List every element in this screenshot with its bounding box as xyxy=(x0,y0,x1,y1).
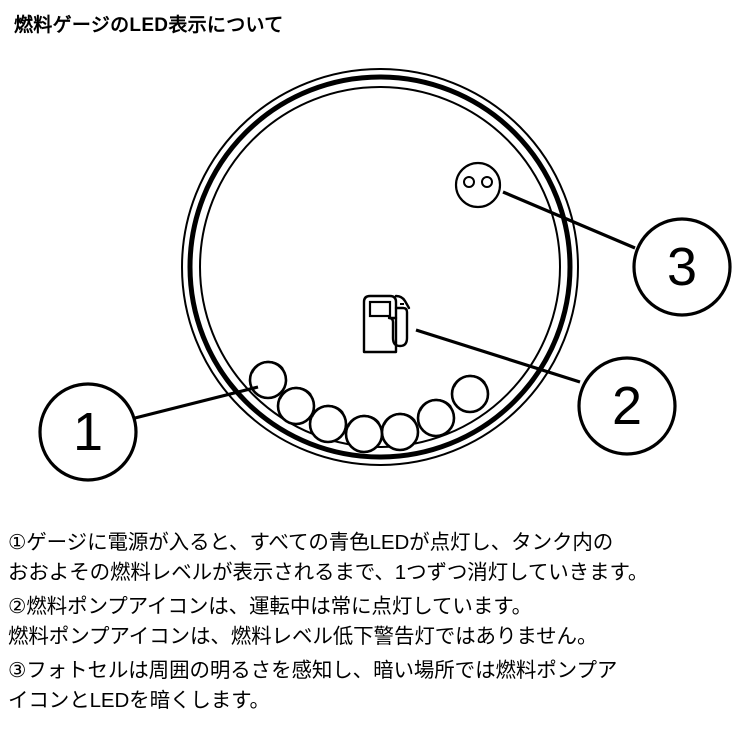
fuel-gauge-figure: 1 2 3 xyxy=(0,46,755,508)
led-indicator xyxy=(380,412,420,452)
gauge-bezel-ring xyxy=(187,74,573,460)
callout-1-label: 1 xyxy=(73,402,103,462)
note-paragraph-2: ②燃料ポンプアイコンは、運転中は常に点灯しています。 燃料ポンプアイコンは、燃料… xyxy=(8,595,598,648)
page-title: 燃料ゲージのLED表示について xyxy=(14,15,284,36)
callout-2-label: 2 xyxy=(612,376,642,436)
photocell-sensor xyxy=(454,161,502,209)
fuel-gauge-svg: 1 2 3 xyxy=(38,68,732,482)
led-indicator xyxy=(344,414,384,454)
callout-1-leader xyxy=(134,385,259,420)
led-indicator xyxy=(450,374,490,414)
callout-2[interactable]: 2 xyxy=(577,356,677,456)
notes-block: ①ゲージに電源が入ると、すべての青色LEDが点灯し、タンク内の おおよその燃料レ… xyxy=(8,528,755,716)
callout-3-leader xyxy=(502,190,636,250)
callout-2-leader xyxy=(415,328,581,384)
gauge-outer-ring xyxy=(181,68,579,466)
led-indicator xyxy=(416,398,456,438)
callout-1[interactable]: 1 xyxy=(38,382,138,482)
led-indicator xyxy=(248,360,288,400)
fuel-pump-icon xyxy=(362,294,411,354)
note-paragraph-1: ①ゲージに電源が入ると、すべての青色LEDが点灯し、タンク内の おおよその燃料レ… xyxy=(8,531,649,584)
callout-3-label: 3 xyxy=(667,237,697,297)
callout-3[interactable]: 3 xyxy=(632,217,732,317)
note-paragraph-3: ③フォトセルは周囲の明るさを感知し、暗い場所では燃料ポンプア イコンとLEDを暗… xyxy=(8,659,618,712)
led-indicator-group xyxy=(248,360,490,454)
led-indicator xyxy=(308,404,348,444)
led-indicator xyxy=(276,386,316,426)
